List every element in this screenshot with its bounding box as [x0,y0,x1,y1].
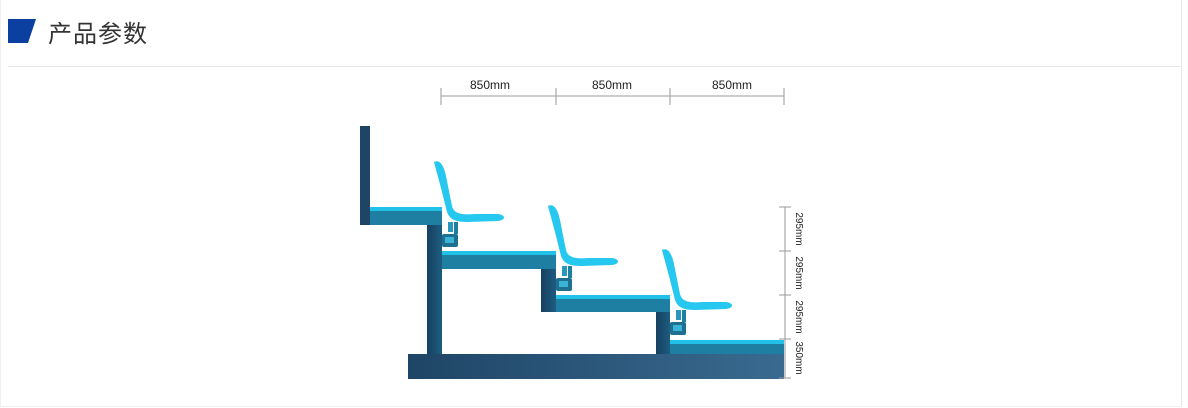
tier-3 [556,295,670,354]
tier-riser [656,312,670,354]
height-dimension-label: 295mm [793,300,804,333]
tier-4 [670,340,784,354]
tier-tread [370,211,442,225]
tier-top-edge [442,251,556,255]
tier-riser [427,225,442,354]
height-dimension-label: 295mm [793,256,804,289]
section-header: 产品参数 [8,14,148,48]
height-dimension-label: 295mm [793,212,804,245]
tier-tread [556,299,670,312]
tier-top-edge [556,295,670,299]
width-dimension-label: 850mm [470,78,510,92]
horizontal-dimension-group: 850mm 850mm 850mm [440,78,785,105]
vertical-dimension-group: 295mm 295mm 295mm 350mm [779,206,804,379]
height-dimension-label: 350mm [793,341,804,374]
stadium-seat-icon [662,249,732,335]
back-wall [360,126,370,225]
stadium-seat-icon [434,161,504,247]
tier-1 [370,207,442,354]
tier-tread [442,255,556,269]
section-title: 产品参数 [48,19,148,48]
width-dimension-label: 850mm [592,78,632,92]
header-divider [8,66,1180,67]
tier-riser [541,269,556,312]
tier-top-edge [370,207,442,211]
parallelogram-marker-icon [8,19,36,43]
width-dimension-label: 850mm [712,78,752,92]
tier-2 [442,251,556,312]
stadium-seat-icon [548,205,618,291]
floor-base [408,354,784,379]
tier-tread [670,344,784,354]
tier-top-edge [670,340,784,344]
